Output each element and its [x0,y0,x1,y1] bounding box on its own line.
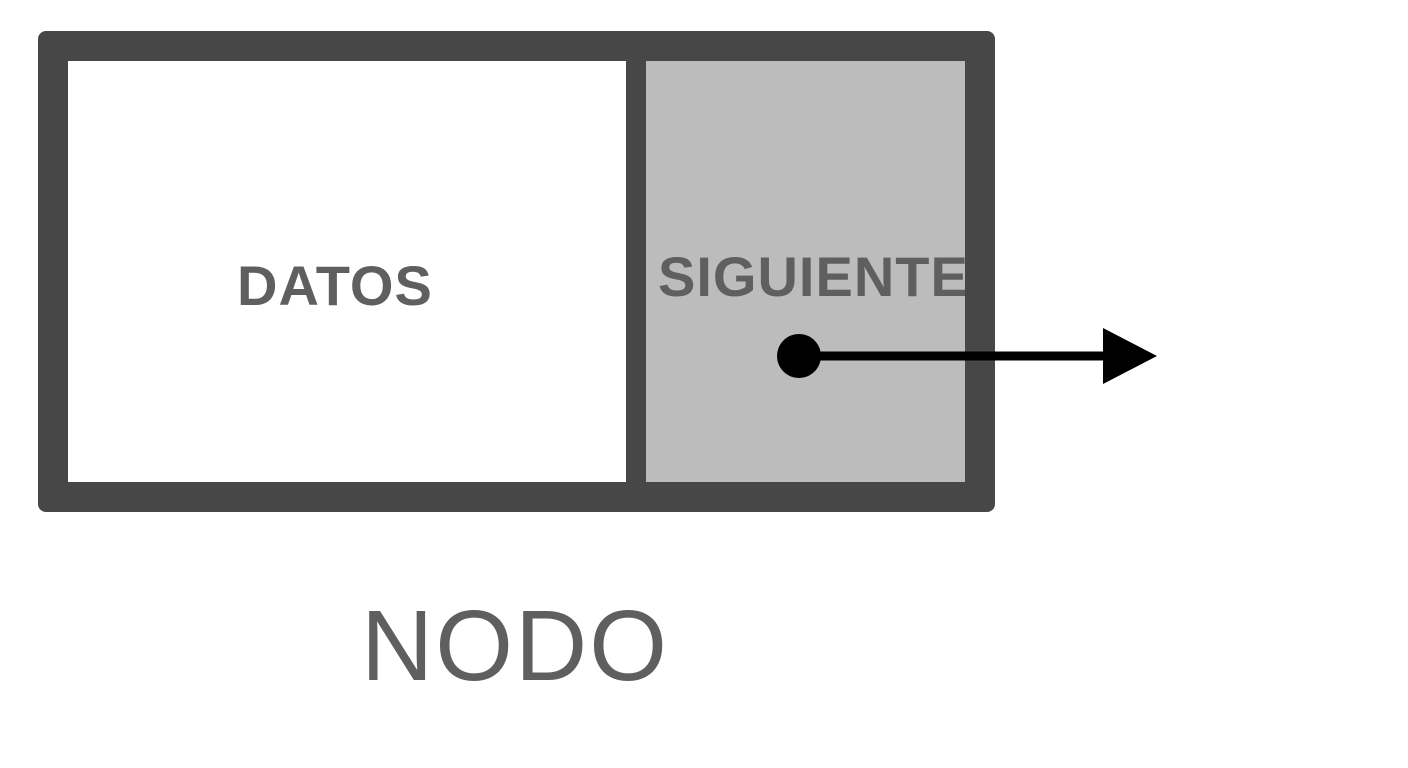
data-cell-label: DATOS [237,254,433,317]
node-box: DATOS SIGUIENTE [38,31,995,512]
next-cell: SIGUIENTE [646,61,965,482]
arrowhead-icon [1103,328,1157,384]
node-caption: NODO [361,590,669,702]
data-cell: DATOS [68,61,626,482]
cell-divider [626,61,646,482]
next-cell-label: SIGUIENTE [658,245,969,308]
